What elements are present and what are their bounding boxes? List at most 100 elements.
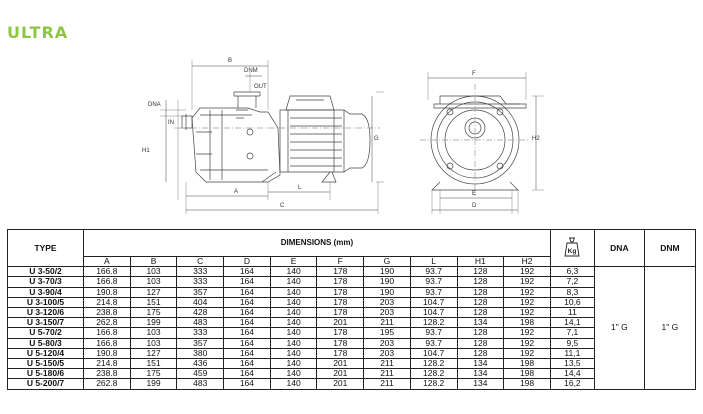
dimension-cell: 104.7 [409, 296, 458, 309]
model-cell: U 5-180/6 [7, 368, 84, 380]
dnm-value: 1" G [643, 266, 696, 390]
dimension-cell: 199 [129, 378, 178, 390]
dimension-cell: 164 [223, 317, 271, 329]
dimension-cell: 192 [503, 296, 551, 309]
col-header-l: L [409, 255, 458, 268]
weight-cell: 6,3 [549, 266, 595, 278]
dim-label-a: A [234, 189, 238, 195]
technical-drawing: B DNM OUT DNA IN H1 G A L C F H2 E D [142, 58, 544, 214]
dimension-cell: 201 [316, 378, 365, 390]
type-header: TYPE [7, 228, 84, 268]
dimension-cell: 178 [316, 296, 365, 309]
dimension-cell: 436 [176, 358, 225, 370]
col-header-a: A [83, 255, 131, 268]
dimension-cell: 178 [316, 327, 365, 339]
dimension-cell: 164 [223, 347, 271, 360]
weight-cell: 9,5 [549, 337, 595, 349]
dimension-cell: 211 [363, 378, 411, 390]
dimension-cell: 333 [176, 327, 225, 339]
dimension-cell: 211 [363, 317, 411, 329]
dim-label-e: E [472, 191, 476, 197]
dimension-cell: 128.2 [409, 358, 458, 370]
dimension-cell: 140 [269, 347, 318, 360]
dimension-cell: 93.7 [409, 266, 458, 278]
dimension-cell: 190.8 [83, 347, 131, 360]
dimension-cell: 483 [176, 378, 225, 390]
dimension-cell: 103 [129, 337, 178, 349]
col-header-c: C [176, 255, 225, 268]
col-header-h1: H1 [456, 255, 505, 268]
dimension-cell: 192 [503, 276, 551, 288]
dimension-cell: 178 [316, 307, 365, 319]
dimension-cell: 151 [129, 296, 178, 309]
dimension-cell: 164 [223, 368, 271, 380]
col-header-b: B [129, 255, 178, 268]
dimension-cell: 140 [269, 358, 318, 370]
dimension-cell: 459 [176, 368, 225, 380]
dimension-cell: 140 [269, 266, 318, 278]
dim-label-out: OUT [254, 84, 267, 90]
dimension-cell: 128 [456, 327, 505, 339]
dimension-cell: 128 [456, 307, 505, 319]
dimension-cell: 164 [223, 296, 271, 309]
dimension-cell: 93.7 [409, 276, 458, 288]
dimension-cell: 428 [176, 307, 225, 319]
dimension-cell: 140 [269, 378, 318, 390]
dimension-cell: 192 [503, 307, 551, 319]
dimension-cell: 192 [503, 337, 551, 349]
dimension-cell: 262.8 [83, 378, 131, 390]
dimension-cell: 164 [223, 327, 271, 339]
dimension-cell: 140 [269, 276, 318, 288]
weight-cell: 14,1 [549, 317, 595, 329]
dimension-cell: 134 [456, 378, 505, 390]
dim-label-dna: DNA [148, 102, 161, 108]
model-cell: U 5-70/2 [7, 327, 84, 339]
model-cell: U 5-150/5 [7, 358, 84, 370]
dimension-cell: 175 [129, 368, 178, 380]
dimension-cell: 203 [363, 296, 411, 309]
model-cell: U 3-100/5 [7, 296, 84, 309]
dimension-cell: 128 [456, 347, 505, 360]
dim-label-in: IN [168, 120, 174, 126]
dimension-cell: 333 [176, 266, 225, 278]
dimension-cell: 192 [503, 286, 551, 298]
model-cell: U 3-70/3 [7, 276, 84, 288]
dimension-cell: 211 [363, 368, 411, 380]
weight-cell: 11,1 [549, 347, 595, 360]
dimension-cell: 104.7 [409, 307, 458, 319]
dimension-cell: 198 [503, 317, 551, 329]
dimension-cell: 128 [456, 296, 505, 309]
dimension-cell: 380 [176, 347, 225, 360]
model-cell: U 3-120/6 [7, 307, 84, 319]
dimension-cell: 198 [503, 358, 551, 370]
dimension-cell: 164 [223, 286, 271, 298]
dim-label-h2: H2 [532, 136, 540, 142]
weight-cell: 8,3 [549, 286, 595, 298]
dimension-cell: 178 [316, 347, 365, 360]
dimension-cell: 190 [363, 276, 411, 288]
dnm-header: DNM [643, 228, 696, 268]
dimension-cell: 134 [456, 368, 505, 380]
model-cell: U 3-90/4 [7, 286, 84, 298]
dimension-cell: 192 [503, 327, 551, 339]
dimension-cell: 190 [363, 286, 411, 298]
dimension-cell: 164 [223, 337, 271, 349]
dimension-cell: 140 [269, 368, 318, 380]
dimension-cell: 203 [363, 347, 411, 360]
col-header-h2: H2 [503, 255, 551, 268]
dimension-cell: 203 [363, 337, 411, 349]
dimension-cell: 140 [269, 317, 318, 329]
dna-value: 1" G [593, 266, 645, 390]
dimension-cell: 201 [316, 358, 365, 370]
dimension-cell: 201 [316, 368, 365, 380]
weight-cell: 11 [549, 307, 595, 319]
col-header-f: F [316, 255, 365, 268]
dimensions-table: TYPE DIMENSIONS (mm) Kg DNA DNM A B C D … [7, 228, 696, 390]
dimension-cell: 190 [363, 266, 411, 278]
